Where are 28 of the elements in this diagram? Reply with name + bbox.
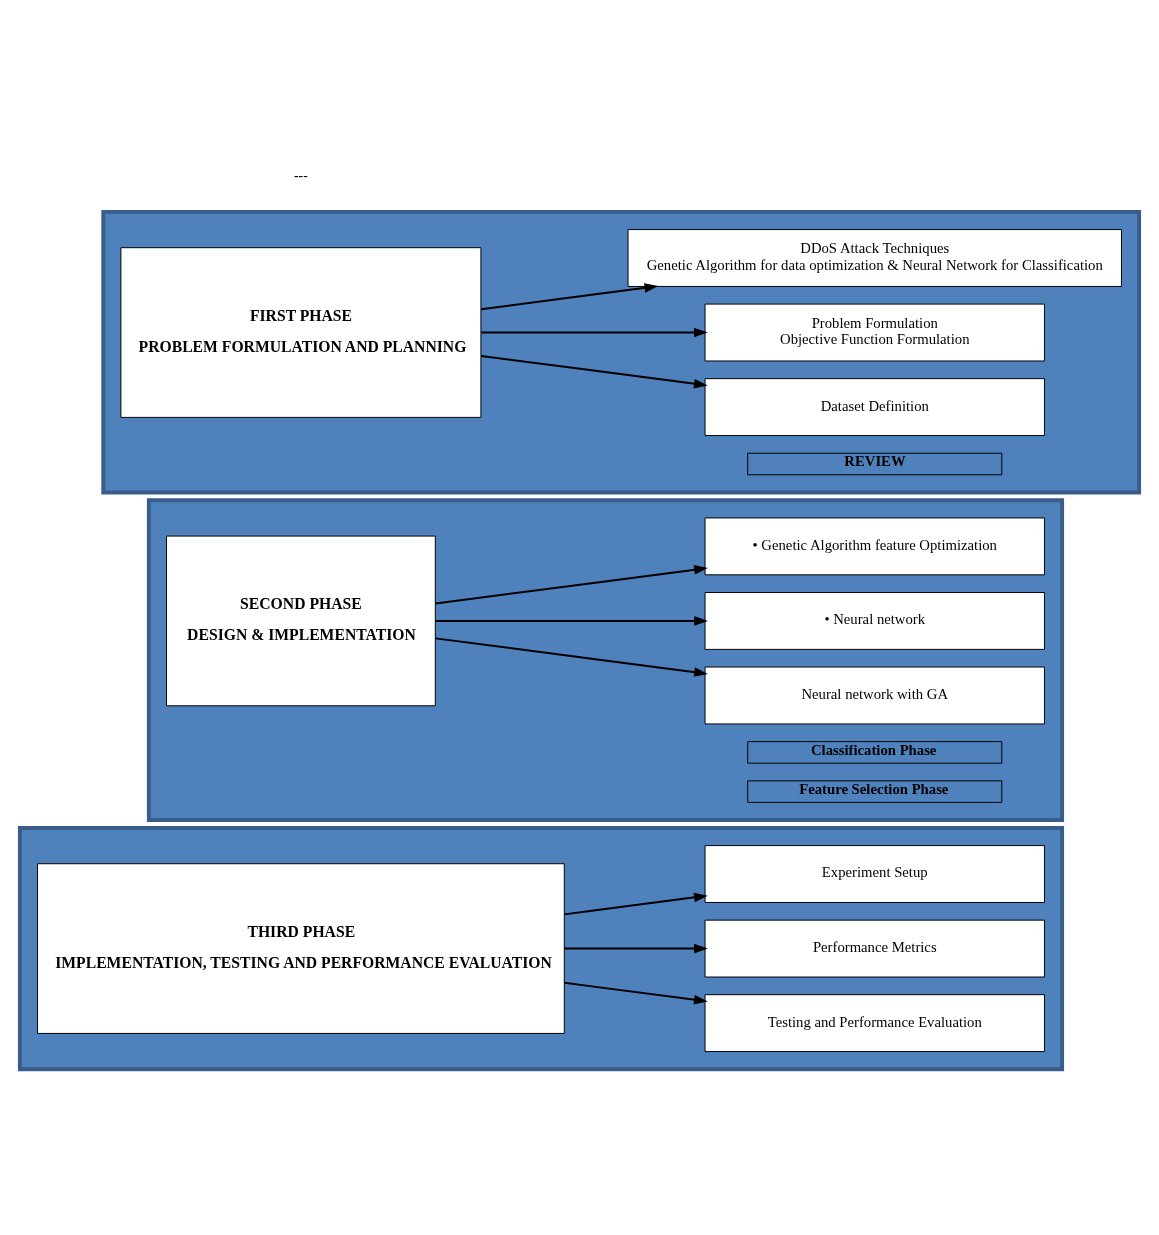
node-box: Problem Formulation Objective Function Formulation [704, 303, 1045, 361]
node-box: Testing and Performance Evaluation [704, 993, 1045, 1052]
node-box: • Neural network [704, 591, 1045, 650]
node-box: THIRD PHASE IMPLEMENTATION, TESTING AND PERFORMANCE EVALUATION [37, 862, 565, 1034]
cluster [146, 497, 1065, 822]
node-box: SECOND PHASE DESIGN & IMPLEMENTATION [166, 535, 436, 706]
node-box: Experiment Setup [704, 844, 1045, 903]
arrow [480, 354, 708, 388]
arrow [434, 564, 708, 604]
cluster [17, 825, 1065, 1071]
node-box: Neural network with GA [704, 666, 1045, 724]
arrow [480, 282, 659, 310]
node-box: Classification Phase [747, 740, 1003, 764]
node-box: Dataset Definition [704, 377, 1045, 436]
node-box: DDoS Attack Techniques Genetic Algorithm for data optimization & Neural Network for Classification [627, 228, 1122, 287]
node-box: FIRST PHASE PROBLEM FORMULATION AND PLANNING [120, 246, 482, 418]
label: --- [294, 167, 308, 183]
node-box: Performance Metrics [704, 919, 1045, 977]
node-box: Feature Selection Phase [747, 779, 1003, 803]
node-box: REVIEW [747, 452, 1003, 475]
arrow [563, 981, 708, 1004]
arrow [563, 892, 708, 915]
cluster [101, 209, 1142, 494]
node-box: • Genetic Algorithm feature Optimization [704, 516, 1045, 575]
arrow [434, 615, 708, 626]
arrow [480, 327, 708, 337]
arrow [434, 636, 708, 677]
arrow [563, 943, 708, 953]
